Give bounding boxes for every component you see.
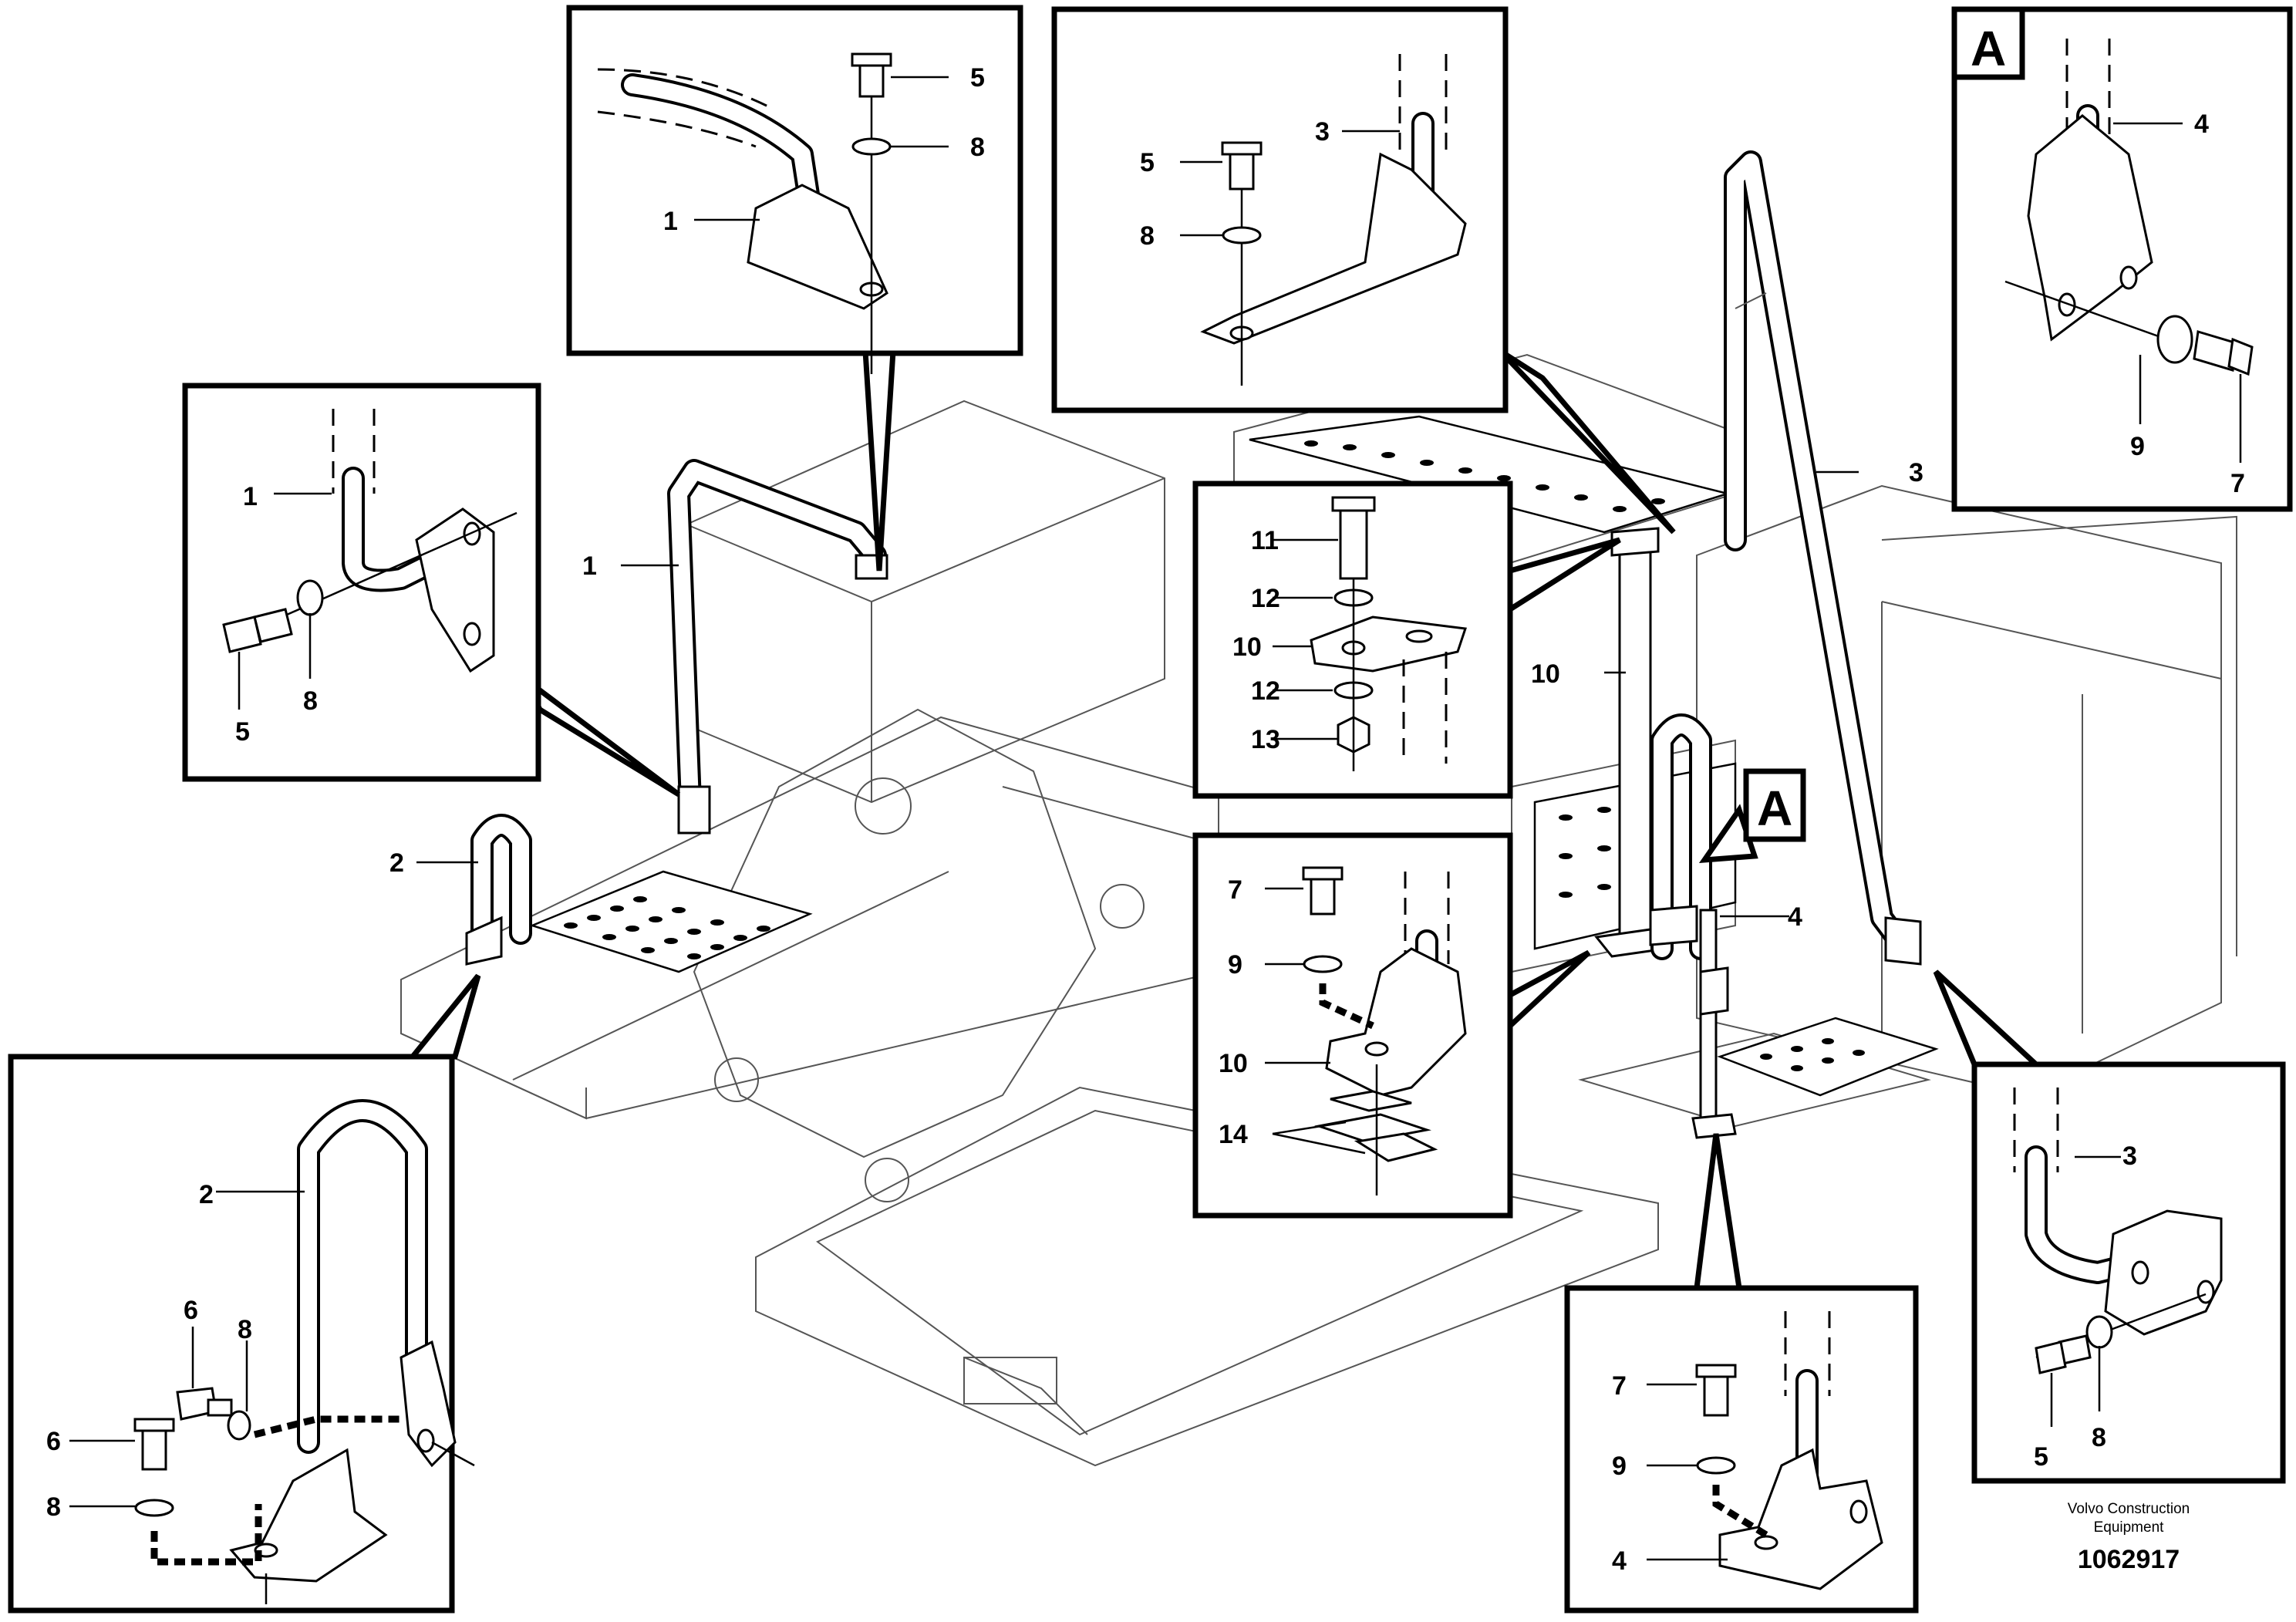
callout-8: 8 bbox=[1140, 221, 1155, 251]
overview-leaders bbox=[416, 470, 1859, 918]
callout-1: 1 bbox=[663, 207, 678, 236]
callout-2: 2 bbox=[389, 848, 404, 878]
view-marker-a: A bbox=[1971, 21, 2006, 76]
callout-7: 7 bbox=[2230, 469, 2245, 498]
callout-9: 9 bbox=[2130, 432, 2145, 461]
detail-box-handrail-1-bottom bbox=[182, 383, 541, 782]
callout-8: 8 bbox=[303, 686, 318, 716]
callout-6: 6 bbox=[46, 1427, 61, 1456]
callout-7: 7 bbox=[1228, 875, 1242, 905]
detail-box-handrail-1-top bbox=[566, 5, 1023, 374]
document-number: 1062917 bbox=[2078, 1545, 2180, 1574]
callout-10: 10 bbox=[1232, 632, 1262, 662]
detail-box-handrail-3-top bbox=[1051, 6, 1509, 413]
view-marker-a-overview: A bbox=[1757, 781, 1792, 836]
machine-overview bbox=[400, 150, 2237, 1467]
callout-12: 12 bbox=[1251, 584, 1280, 613]
detail-box-support-10-top bbox=[1192, 481, 1513, 799]
callout-10: 10 bbox=[1219, 1049, 1248, 1078]
callout-1: 1 bbox=[243, 482, 258, 511]
callout-3: 3 bbox=[1909, 458, 1923, 487]
detail-box-handrail-3-bottom bbox=[1971, 1061, 2286, 1484]
callout-3: 3 bbox=[2122, 1141, 2137, 1171]
callout-4: 4 bbox=[1788, 902, 1802, 932]
callout-14: 14 bbox=[1219, 1120, 1248, 1149]
callout-1: 1 bbox=[582, 551, 597, 581]
callout-10: 10 bbox=[1531, 659, 1560, 689]
callout-5: 5 bbox=[1140, 148, 1155, 177]
callout-11: 11 bbox=[1251, 526, 1279, 555]
callout-8: 8 bbox=[2092, 1423, 2106, 1452]
callout-4: 4 bbox=[2194, 110, 2209, 139]
callout-8: 8 bbox=[970, 133, 985, 162]
callout-4: 4 bbox=[1612, 1546, 1627, 1576]
callout-9: 9 bbox=[1228, 950, 1242, 980]
callout-6: 6 bbox=[184, 1296, 198, 1325]
publisher-line-1: Volvo Construction bbox=[2068, 1501, 2190, 1517]
callout-7: 7 bbox=[1612, 1371, 1627, 1401]
callout-9: 9 bbox=[1612, 1452, 1627, 1481]
callout-8: 8 bbox=[238, 1315, 252, 1344]
detail-box-support-10-bottom bbox=[1192, 832, 1513, 1219]
callout-8: 8 bbox=[46, 1492, 61, 1522]
view-a-marker-box bbox=[1743, 768, 1806, 842]
detail-box-view-a bbox=[1951, 6, 2293, 512]
detail-box-handle-4-bottom bbox=[1564, 1285, 1919, 1614]
callout-12: 12 bbox=[1251, 676, 1280, 706]
publisher-line-2: Equipment bbox=[2094, 1519, 2165, 1536]
callout-5: 5 bbox=[2034, 1442, 2048, 1472]
callout-2: 2 bbox=[199, 1180, 214, 1209]
callout-5: 5 bbox=[235, 717, 250, 747]
callout-3: 3 bbox=[1315, 117, 1330, 147]
detail-box-handle-2 bbox=[8, 1054, 475, 1614]
callout-5: 5 bbox=[970, 63, 985, 93]
callout-13: 13 bbox=[1251, 725, 1280, 754]
